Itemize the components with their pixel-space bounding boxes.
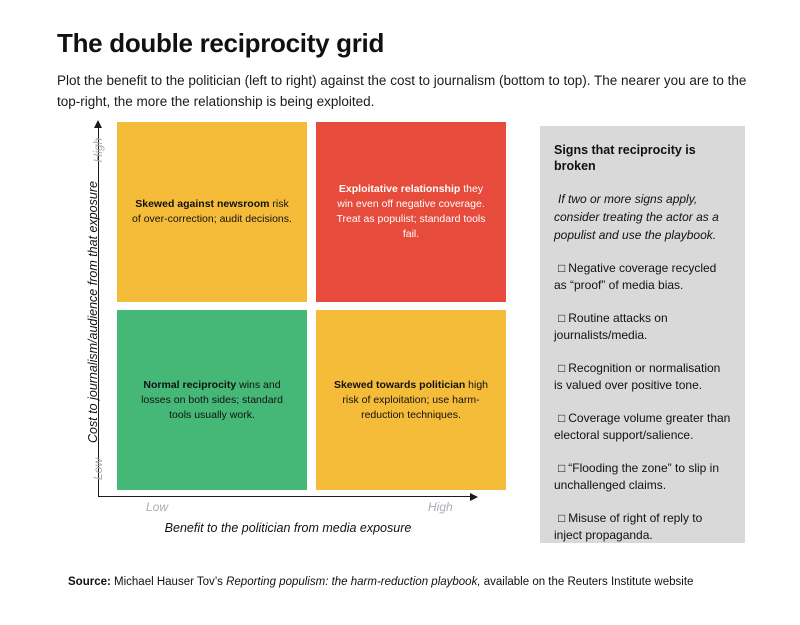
checkbox-icon[interactable]: □ <box>558 361 566 375</box>
checkbox-icon[interactable]: □ <box>558 311 566 325</box>
source-suffix: available on the Reuters Institute websi… <box>483 576 694 588</box>
sign-item-label: Recognition or normalisation is valued o… <box>554 361 721 392</box>
quadrant-body: they win even off negative coverage. Tre… <box>336 183 486 240</box>
quadrant-text: Normal reciprocity wins and losses on bo… <box>131 378 293 423</box>
sign-item[interactable]: □Misuse of right of reply to inject prop… <box>554 510 731 544</box>
sign-item[interactable]: □Recognition or normalisation is valued … <box>554 360 731 394</box>
quadrant-text: Exploitative relationship they win even … <box>330 182 492 242</box>
page-subtitle: Plot the benefit to the politician (left… <box>57 73 747 109</box>
sign-item-label: “Flooding the zone” to slip in unchallen… <box>554 461 719 492</box>
sign-item[interactable]: □Negative coverage recycled as “proof” o… <box>554 260 731 294</box>
sign-item-label: Misuse of right of reply to inject propa… <box>554 511 703 542</box>
x-axis-title: Benefit to the politician from media exp… <box>164 521 412 535</box>
sign-item[interactable]: □Routine attacks on journalists/media. <box>554 310 731 344</box>
x-axis-line <box>98 496 472 498</box>
signs-panel: Signs that reciprocity is broken If two … <box>540 126 745 543</box>
quadrant-heading: Normal reciprocity <box>143 378 237 391</box>
source-label: Source: <box>68 576 111 588</box>
signs-panel-note: If two or more signs apply, consider tre… <box>554 192 719 242</box>
checkbox-icon[interactable]: □ <box>558 461 566 475</box>
sign-item-label: Coverage volume greater than electoral s… <box>554 411 731 442</box>
source-line: Source: Michael Hauser Tov’s Reporting p… <box>68 574 693 590</box>
signs-panel-heading: Signs that reciprocity is broken <box>554 143 696 173</box>
quadrant-exploitative-relationship[interactable]: Exploitative relationship they win even … <box>316 122 506 302</box>
sign-item-label: Routine attacks on journalists/media. <box>554 311 668 342</box>
quadrant-heading: Exploitative relationship <box>338 183 461 195</box>
page-title: The double reciprocity grid <box>57 28 385 58</box>
source-author: Michael Hauser Tov’s <box>114 576 223 588</box>
quadrant-text: Skewed towards politician high risk of e… <box>330 378 492 423</box>
y-axis-line <box>98 128 100 497</box>
quadrant-skewed-against-newsroom[interactable]: Skewed against newsroom risk of over-cor… <box>117 122 307 302</box>
checkbox-icon[interactable]: □ <box>558 411 566 425</box>
quadrant-heading: Skewed towards politician <box>333 378 466 391</box>
quadrant-grid: Skewed against newsroom risk of over-cor… <box>117 122 506 490</box>
quadrant-body: high risk of exploitation; use harm-redu… <box>342 378 489 421</box>
x-axis-high-label: High <box>428 500 453 514</box>
quadrant-body: risk of over-correction; audit decisions… <box>132 198 292 225</box>
sign-item[interactable]: □“Flooding the zone” to slip in unchalle… <box>554 460 731 494</box>
quadrant-body: wins and losses on both sides; standard … <box>141 378 283 421</box>
sign-item-label: Negative coverage recycled as “proof” of… <box>554 261 717 292</box>
checkbox-icon[interactable]: □ <box>558 261 566 275</box>
quadrant-heading: Skewed against newsroom <box>135 198 270 210</box>
source-title: Reporting populism: the harm-reduction p… <box>226 576 481 588</box>
y-axis-arrow-icon <box>94 120 102 128</box>
signs-checklist: □Negative coverage recycled as “proof” o… <box>554 260 731 544</box>
sign-item[interactable]: □Coverage volume greater than electoral … <box>554 410 731 444</box>
x-axis-low-label: Low <box>146 500 169 514</box>
y-axis-title: Cost to journalism/audience from that ex… <box>86 181 100 443</box>
quadrant-text: Skewed against newsroom risk of over-cor… <box>131 197 293 227</box>
quadrant-normal-reciprocity[interactable]: Normal reciprocity wins and losses on bo… <box>117 310 307 490</box>
x-axis-arrow-icon <box>470 492 478 501</box>
quadrant-skewed-towards-politician[interactable]: Skewed towards politician high risk of e… <box>316 310 506 490</box>
checkbox-icon[interactable]: □ <box>558 511 566 525</box>
